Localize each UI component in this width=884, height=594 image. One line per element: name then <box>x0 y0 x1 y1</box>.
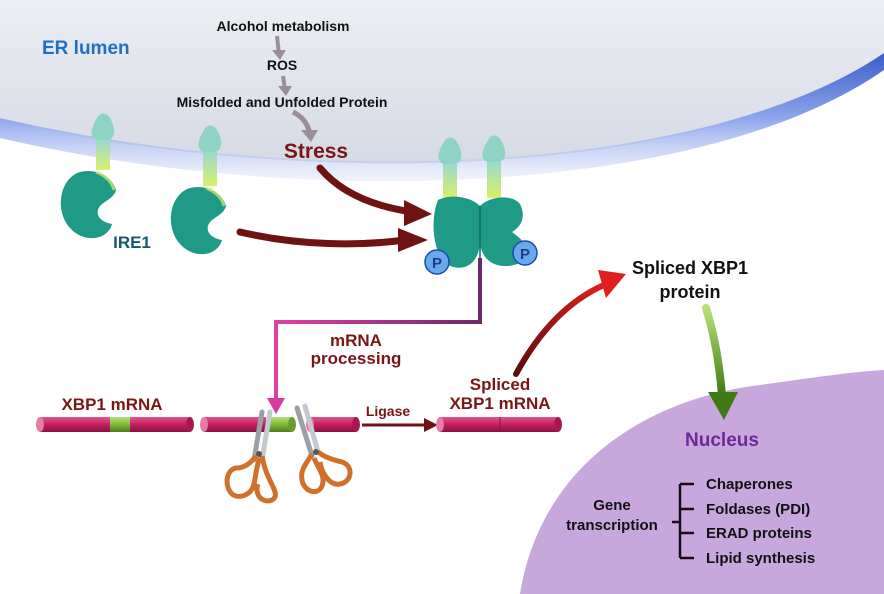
cut-mrna-tube <box>200 417 360 432</box>
alcohol-metabolism-label: Alcohol metabolism <box>216 18 349 34</box>
xbp1-mrna-tube <box>36 417 194 432</box>
spliced-mrna-label-line2: XBP1 mRNA <box>449 394 550 413</box>
er-lumen-region <box>0 0 884 164</box>
gene-transcription-label-line2: transcription <box>566 517 658 534</box>
mrna-processing-connector <box>274 258 482 402</box>
mrna-processing-label-line2: processing <box>311 349 402 368</box>
ligase-label: Ligase <box>366 403 411 419</box>
stress-label: Stress <box>284 140 348 163</box>
er-membrane <box>0 53 884 182</box>
ire1-monomer-middle <box>170 125 226 255</box>
scissors-left-icon <box>224 409 278 504</box>
nucleus-region <box>520 370 884 594</box>
er-lumen-label: ER lumen <box>42 38 130 59</box>
ros-label: ROS <box>267 57 297 73</box>
target-lipid-synthesis: Lipid synthesis <box>706 550 815 567</box>
translation-arrow <box>513 282 607 377</box>
ire1-dimer <box>433 135 529 268</box>
ire1-monomer-left <box>60 113 116 239</box>
scissors-right-icon <box>294 403 353 495</box>
nuclear-import-arrow <box>702 304 726 400</box>
spliced-mrna-label-line1: Spliced <box>470 375 530 394</box>
misfolded-protein-label: Misfolded and Unfolded Protein <box>177 94 388 110</box>
arrow-monomers-to-dimer <box>236 228 409 248</box>
xbp1-mrna-label: XBP1 mRNA <box>61 395 162 414</box>
target-chaperones: Chaperones <box>706 476 793 493</box>
spliced-protein-label-line1: Spliced XBP1 <box>632 258 748 278</box>
svg-text:P: P <box>432 255 442 272</box>
spliced-mrna-tube <box>436 417 562 432</box>
gene-target-bracket <box>672 482 694 560</box>
target-erad-proteins: ERAD proteins <box>706 525 812 542</box>
phospho-left: P <box>424 249 450 275</box>
mrna-processing-arrowhead <box>267 398 285 414</box>
ire1-label: IRE1 <box>113 233 151 252</box>
target-foldases: Foldases (PDI) <box>706 501 810 518</box>
mrna-processing-label-line1: mRNA <box>330 331 382 350</box>
nucleus-label: Nucleus <box>685 430 759 451</box>
svg-text:P: P <box>520 246 530 263</box>
gene-transcription-label-line1: Gene <box>593 497 631 514</box>
arrow-stress-to-ire1-dimer <box>316 164 416 216</box>
phospho-right: P <box>512 240 538 266</box>
spliced-protein-label-line2: protein <box>660 282 721 302</box>
